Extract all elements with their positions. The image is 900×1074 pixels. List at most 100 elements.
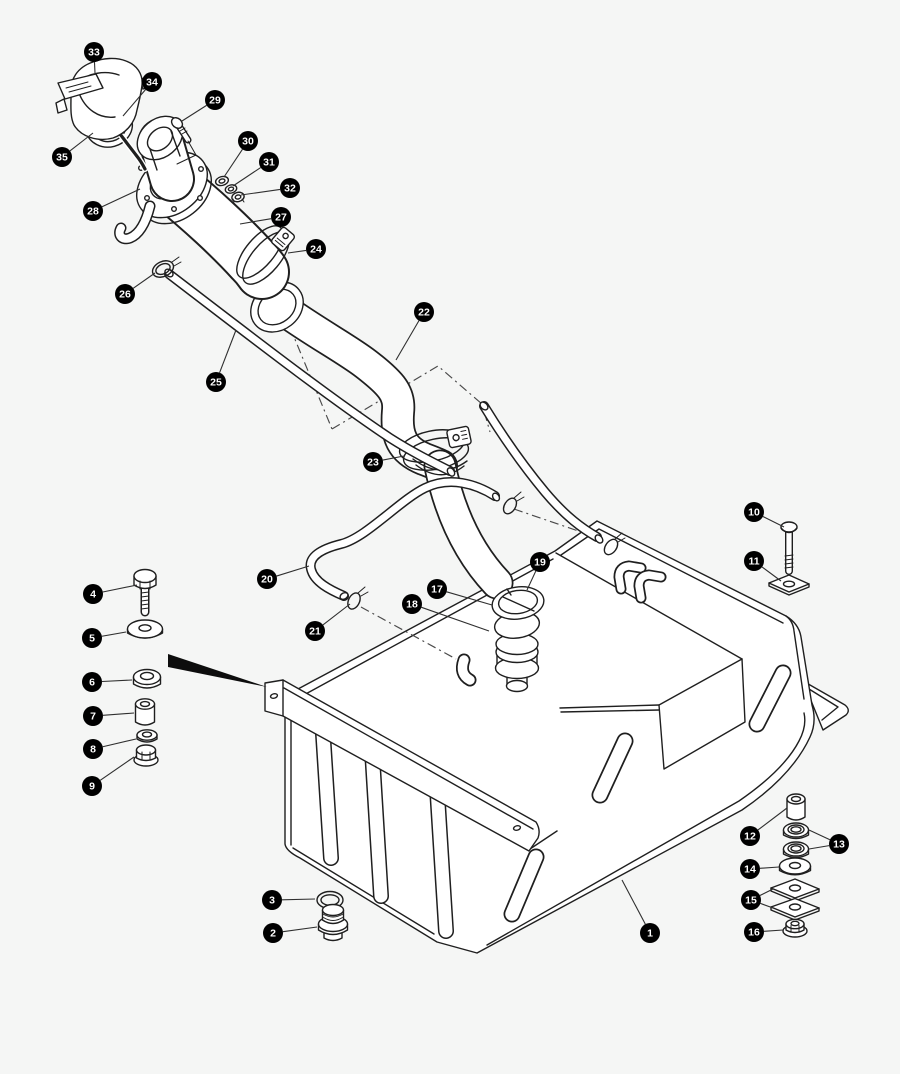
callout-number: 31 xyxy=(263,157,275,169)
sleeve-7 xyxy=(134,698,156,726)
line-art-segment xyxy=(260,256,333,430)
fastener-stack-right xyxy=(770,793,820,938)
bolt-4 xyxy=(133,568,157,617)
callout-number: 20 xyxy=(261,574,273,586)
line-art-segment xyxy=(227,186,235,192)
sender-unit xyxy=(491,586,545,693)
line-art-segment xyxy=(315,711,338,865)
line-art-segment xyxy=(132,668,162,686)
callout-1: 1 xyxy=(640,923,660,943)
callout-15: 15 xyxy=(741,890,761,910)
callout-2: 2 xyxy=(263,923,283,943)
callout-34: 34 xyxy=(142,72,162,92)
line-art-segment xyxy=(140,591,150,610)
callout-circle xyxy=(206,372,226,392)
callout-circle xyxy=(82,776,102,796)
line-art-segment xyxy=(234,194,242,200)
leader-line xyxy=(421,606,490,632)
callout-35: 35 xyxy=(52,147,72,167)
leader-line xyxy=(322,603,351,626)
deck-lip-right xyxy=(559,704,660,713)
callout-circle xyxy=(414,302,434,322)
line-art-segment xyxy=(635,571,665,602)
callout-number: 5 xyxy=(89,633,95,645)
line-art-segment xyxy=(788,903,802,911)
callout-27: 27 xyxy=(271,207,291,227)
washer-5 xyxy=(126,619,164,639)
leader-line xyxy=(759,888,774,897)
line-art-segment xyxy=(788,884,802,892)
line-art-segment xyxy=(750,666,790,731)
callout-number: 1 xyxy=(647,928,653,940)
callout-6: 6 xyxy=(82,672,102,692)
callout-number: 27 xyxy=(275,212,287,224)
filler-neck-assembly xyxy=(55,57,296,300)
line-art-segment xyxy=(502,497,518,515)
callout-circle xyxy=(829,834,849,854)
tank-straps xyxy=(314,710,454,939)
line-art-segment xyxy=(479,401,602,542)
callout-number: 30 xyxy=(242,136,254,148)
callout-number: 18 xyxy=(406,599,418,611)
callout-circle xyxy=(82,628,102,648)
callout-number: 25 xyxy=(210,377,222,389)
callout-number: 32 xyxy=(284,183,296,195)
callout-number: 13 xyxy=(833,839,845,851)
callout-number: 14 xyxy=(744,864,756,876)
callout-20: 20 xyxy=(257,569,277,589)
line-art-segment xyxy=(218,178,226,184)
leader-line xyxy=(232,167,261,187)
callout-24: 24 xyxy=(306,239,326,259)
leader-line xyxy=(287,249,307,254)
callout-23: 23 xyxy=(363,452,383,472)
callout-number: 11 xyxy=(748,556,759,568)
line-art-segment xyxy=(479,401,489,411)
line-art-segment xyxy=(274,237,286,248)
callout-circle xyxy=(52,147,72,167)
callout-number: 16 xyxy=(748,927,760,939)
washer-8 xyxy=(136,729,158,743)
line-art-segment xyxy=(269,692,279,700)
callout-circle xyxy=(83,739,103,759)
line-art-segment xyxy=(780,527,798,534)
callout-circle xyxy=(744,922,764,942)
leader-line xyxy=(763,929,784,932)
leader-line xyxy=(621,879,646,925)
line-art-segment xyxy=(614,532,626,543)
line-art-segment xyxy=(214,175,230,187)
line-art-segment xyxy=(430,781,453,938)
spacer-6 xyxy=(132,668,162,689)
callout-29: 29 xyxy=(205,90,225,110)
callout-circle xyxy=(741,890,761,910)
line-art-segment xyxy=(307,478,499,600)
callout-number: 8 xyxy=(90,744,96,756)
line-art-segment xyxy=(784,554,794,569)
cap-bracket xyxy=(57,73,104,100)
callout-circle xyxy=(82,672,102,692)
flange-bolt-29 xyxy=(170,117,197,165)
tank-vent-pipe xyxy=(479,401,626,556)
callout-badges: 1234567891011121314151617181920212223242… xyxy=(52,42,849,943)
line-art-segment xyxy=(136,729,158,741)
hose-clip xyxy=(603,532,626,556)
line-art-segment xyxy=(146,126,174,152)
callout-number: 10 xyxy=(748,507,760,519)
line-art-segment xyxy=(165,270,454,475)
line-art-segment xyxy=(196,194,203,201)
line-art-segment xyxy=(357,586,369,597)
line-art-segment xyxy=(135,744,157,756)
line-art-segment xyxy=(232,198,245,203)
line-art-segment xyxy=(782,580,796,588)
shield-inner-rim xyxy=(486,712,806,946)
callout-30: 30 xyxy=(238,131,258,151)
callout-circle xyxy=(142,72,162,92)
leader-line xyxy=(239,218,272,225)
leader-line xyxy=(240,188,281,196)
leader-line xyxy=(760,902,774,909)
callout-14: 14 xyxy=(740,859,760,879)
callout-circle xyxy=(363,452,383,472)
callout-17: 17 xyxy=(427,579,447,599)
callout-number: 28 xyxy=(87,206,99,218)
leader-lines xyxy=(69,61,831,933)
